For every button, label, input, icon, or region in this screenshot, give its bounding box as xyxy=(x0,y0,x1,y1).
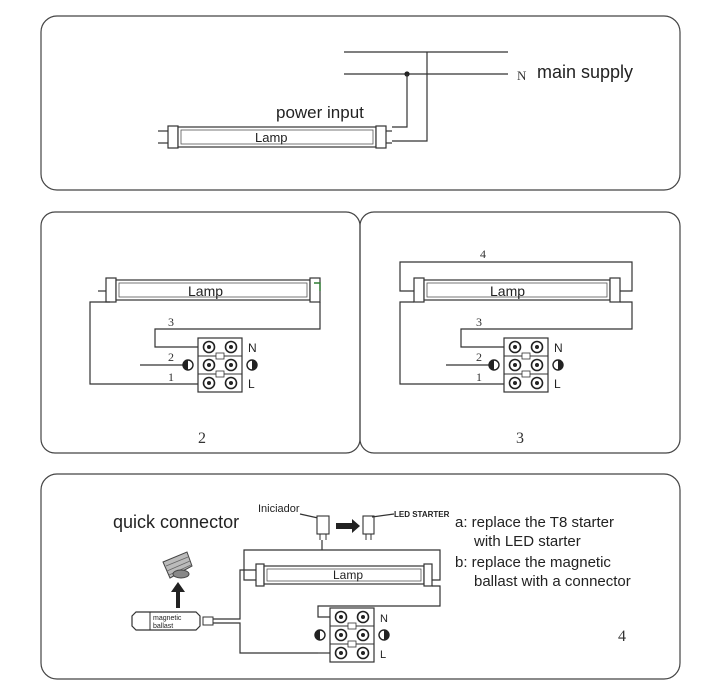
quick-connector-label: quick connector xyxy=(113,512,239,532)
arrow-right-icon xyxy=(336,519,360,533)
terminal-l-4: L xyxy=(380,649,386,661)
terminal-n-4: N xyxy=(380,613,388,625)
panel-3-caption: 3 xyxy=(516,430,524,447)
wire-4 xyxy=(399,261,633,292)
iniciador-starter xyxy=(316,515,330,540)
panel-4-border xyxy=(40,473,681,680)
panel-4-caption: 4 xyxy=(618,628,626,645)
ballast-label-2: ballast xyxy=(153,623,173,630)
arrow-up-icon xyxy=(171,582,185,608)
wire-3-p3 xyxy=(460,301,633,348)
lamp-panel-4 xyxy=(255,563,433,587)
wire-label-1: 1 xyxy=(168,370,174,384)
panel-4: quick connector magnetic ballast Iniciad… xyxy=(40,473,681,680)
wire-3 xyxy=(154,302,321,348)
wire-1-p3 xyxy=(399,301,504,385)
panel-3: 4 Lamp 3 2 1 N L 3 xyxy=(359,211,681,454)
note-b-line-2: ballast with a connector xyxy=(474,573,631,590)
magnetic-ballast xyxy=(131,611,214,631)
terminal-l-2: L xyxy=(248,377,255,391)
wire-starter-loop xyxy=(243,549,441,581)
supply-n-label: N xyxy=(517,68,527,83)
panel-2-caption: 2 xyxy=(198,430,206,447)
note-a-line-2: with LED starter xyxy=(473,533,581,550)
terminal-n-3: N xyxy=(554,341,563,355)
wire-label-2: 2 xyxy=(168,350,174,364)
wire-nut-icon xyxy=(162,551,193,579)
lamp-label-1: Lamp xyxy=(255,130,288,145)
wire-n-to-lamp xyxy=(392,74,408,128)
lamp-label-2: Lamp xyxy=(188,283,223,299)
wire-ballast-to-terminal xyxy=(213,622,318,654)
terminal-n-2: N xyxy=(248,341,257,355)
terminal-l-3: L xyxy=(554,377,561,391)
power-input-label: power input xyxy=(276,103,364,122)
wire-label-3: 3 xyxy=(168,315,174,329)
wire-label-1-p3: 1 xyxy=(476,370,482,384)
lamp-panel-3 xyxy=(413,277,621,303)
led-starter xyxy=(362,515,375,540)
panel-2: Lamp 3 2 1 N L 2 xyxy=(40,211,361,454)
led-starter-label: LED STARTER xyxy=(394,510,450,519)
panel-1: Lamp power input N main supply xyxy=(40,15,681,191)
iniciador-label: Iniciador xyxy=(258,503,300,515)
wire-label-4: 4 xyxy=(480,247,486,261)
lamp-panel-1 xyxy=(158,125,392,149)
lamp-panel-2 xyxy=(98,277,321,303)
wire-ballast-to-lamp xyxy=(213,569,256,620)
wire-label-3-p3: 3 xyxy=(476,315,482,329)
ballast-label-1: magnetic xyxy=(153,615,182,622)
terminal-block-4 xyxy=(314,607,390,663)
panel-1-border xyxy=(40,15,681,191)
main-supply-label: main supply xyxy=(537,62,633,82)
lamp-label-4: Lamp xyxy=(333,568,363,582)
wire-l-to-lamp xyxy=(392,52,428,142)
note-b-line-1: b: replace the magnetic xyxy=(455,554,611,571)
wire-1 xyxy=(89,301,198,385)
note-a-line-1: a: replace the T8 starter xyxy=(455,514,614,531)
wire-label-2-p3: 2 xyxy=(476,350,482,364)
panel-3-border xyxy=(359,211,681,454)
panel-2-border xyxy=(40,211,361,454)
lamp-label-3: Lamp xyxy=(490,283,525,299)
wire-lamp-to-terminal xyxy=(317,585,441,618)
